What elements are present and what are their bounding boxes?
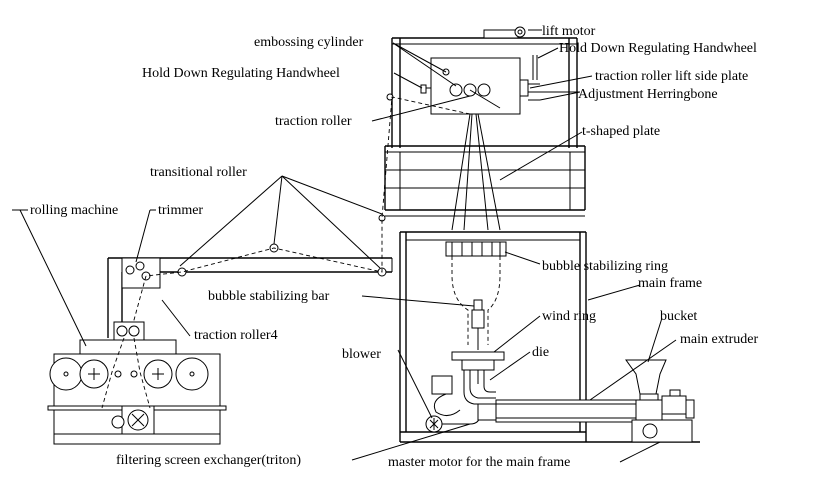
label-hold-down-left: Hold Down Regulating Handwheel — [142, 66, 340, 81]
collapsing-lines — [451, 113, 501, 231]
label-blower: blower — [342, 347, 381, 362]
wind-ring — [451, 351, 505, 371]
die-head — [463, 370, 496, 405]
label-lift-motor: lift motor — [542, 24, 596, 39]
extruder-barrel — [477, 399, 637, 423]
t-shaped-platform — [384, 145, 586, 217]
leader-lines — [12, 29, 677, 463]
label-bucket: bucket — [660, 309, 697, 324]
label-main-extruder: main extruder — [680, 332, 758, 347]
blower-unit — [425, 375, 481, 433]
label-rolling-machine: rolling machine — [30, 203, 118, 218]
label-trimmer: trimmer — [158, 203, 203, 218]
label-transitional-roller: transitional roller — [150, 165, 247, 180]
label-hold-down-right: Hold Down Regulating Handwheel — [559, 41, 757, 56]
label-herringbone: Adjustment Herringbone — [578, 87, 718, 102]
extruder-drive — [631, 389, 695, 443]
label-traction-roller: traction roller — [275, 114, 352, 129]
bubble-stabilizing-bar — [471, 299, 485, 350]
label-stab-ring: bubble stabilizing ring — [542, 259, 668, 274]
label-t-plate: t-shaped plate — [582, 124, 660, 139]
label-die: die — [532, 345, 549, 360]
label-wind-ring: wind ring — [542, 309, 596, 324]
label-master-motor: master motor for the main frame — [388, 455, 570, 470]
film-bubble — [451, 256, 501, 345]
rolling-machine — [47, 321, 227, 445]
bubble-stabilizing-ring — [445, 241, 507, 257]
traction-box — [420, 55, 540, 115]
label-stab-bar: bubble stabilizing bar — [208, 289, 330, 304]
label-main-frame: main frame — [638, 276, 702, 291]
label-filter-exchanger: filtering screen exchanger(triton) — [116, 453, 301, 468]
lift-motor — [483, 26, 526, 39]
hopper-bucket — [625, 359, 667, 403]
transition-duct — [107, 257, 393, 338]
label-lift-side-plate: traction roller lift side plate — [595, 69, 748, 84]
film-path — [123, 96, 471, 331]
label-traction-roller4: traction roller4 — [194, 328, 278, 343]
label-embossing-cylinder: embossing cylinder — [254, 35, 364, 50]
